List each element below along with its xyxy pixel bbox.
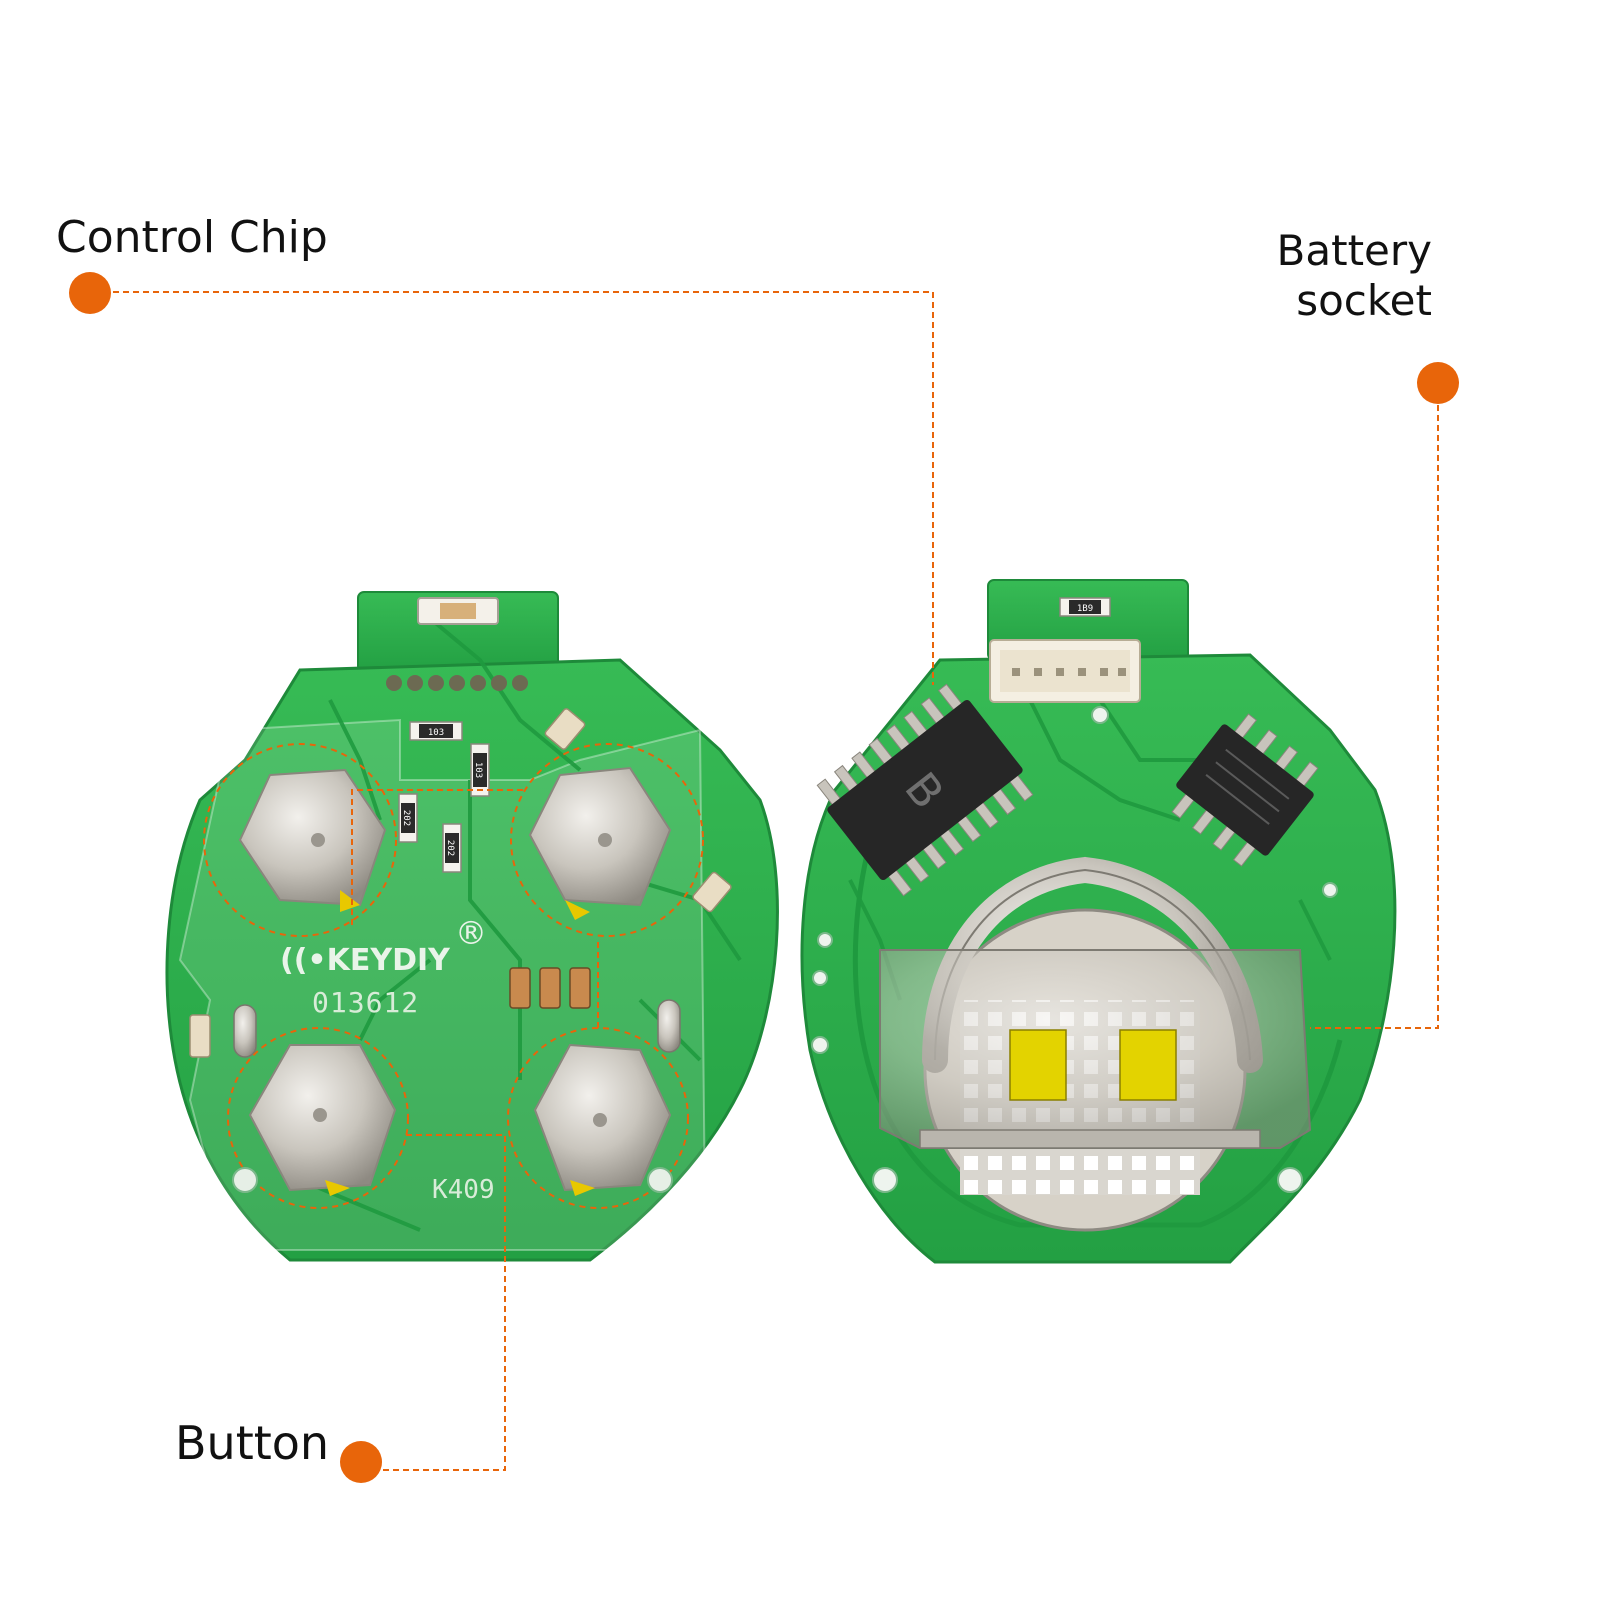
serial-number: 013612	[312, 986, 419, 1019]
resistor-202-b: 202	[442, 823, 462, 873]
capacitor	[544, 708, 586, 750]
capacitor	[189, 1014, 211, 1058]
svg-text:103: 103	[428, 728, 444, 738]
resistor-1b9: 1B9	[1059, 597, 1111, 617]
battery-label-line1: Battery	[1276, 226, 1432, 275]
programming-pads	[386, 675, 528, 691]
via-holes	[811, 706, 1338, 1193]
right-outline-trace	[852, 758, 1343, 1228]
battery-label-line2: socket	[1296, 276, 1432, 325]
left-board: 103 103 202 202	[165, 591, 779, 1262]
button-dome-top-left	[203, 743, 397, 937]
button-dome-bottom-right	[507, 1027, 689, 1209]
right-board: 1B9 B	[800, 579, 1397, 1264]
mount-hole	[232, 1167, 258, 1193]
capacitor-array	[509, 967, 591, 1009]
callout-line-battery-socket	[1310, 405, 1439, 1029]
control-chip: B	[816, 683, 1034, 897]
button-dome-top-right	[510, 743, 704, 937]
callout-label-battery-socket: Battery socket	[1272, 226, 1432, 326]
callout-dot-button	[340, 1441, 382, 1483]
svg-text:103: 103	[473, 762, 483, 778]
callout-line-button	[383, 1134, 506, 1471]
callout-dot-battery-socket	[1417, 362, 1459, 404]
svg-text:202: 202	[445, 840, 455, 856]
capacitor	[692, 871, 732, 913]
svg-text:1B9: 1B9	[1077, 604, 1093, 614]
memory-chip	[1171, 713, 1319, 867]
svg-text:202: 202	[401, 810, 411, 826]
solder-pad	[233, 1004, 257, 1058]
battery-contact	[1009, 1029, 1067, 1101]
model-number: K409	[432, 1175, 495, 1205]
callout-control-chip	[69, 272, 934, 685]
mount-hole	[647, 1167, 673, 1193]
callout-battery-socket	[1310, 362, 1459, 1029]
callout-dot-control-chip	[69, 272, 111, 314]
brand-logo: ((•KEYDIY	[280, 943, 451, 978]
battery-contact	[1119, 1029, 1177, 1101]
button-dome-bottom-left	[227, 1027, 409, 1209]
callout-button	[340, 789, 599, 1483]
registered-mark: ®	[455, 914, 487, 952]
callout-label-button: Button	[175, 1416, 330, 1470]
resistor-202-a: 202	[398, 793, 418, 843]
solder-pad	[657, 999, 681, 1053]
resistor-103-b: 103	[470, 743, 490, 797]
callout-label-control-chip: Control Chip	[56, 212, 328, 263]
callout-line-control-chip	[113, 291, 934, 685]
battery-socket	[879, 856, 1312, 1149]
resistor-103-a: 103	[409, 721, 463, 741]
pin-connector	[989, 639, 1141, 703]
